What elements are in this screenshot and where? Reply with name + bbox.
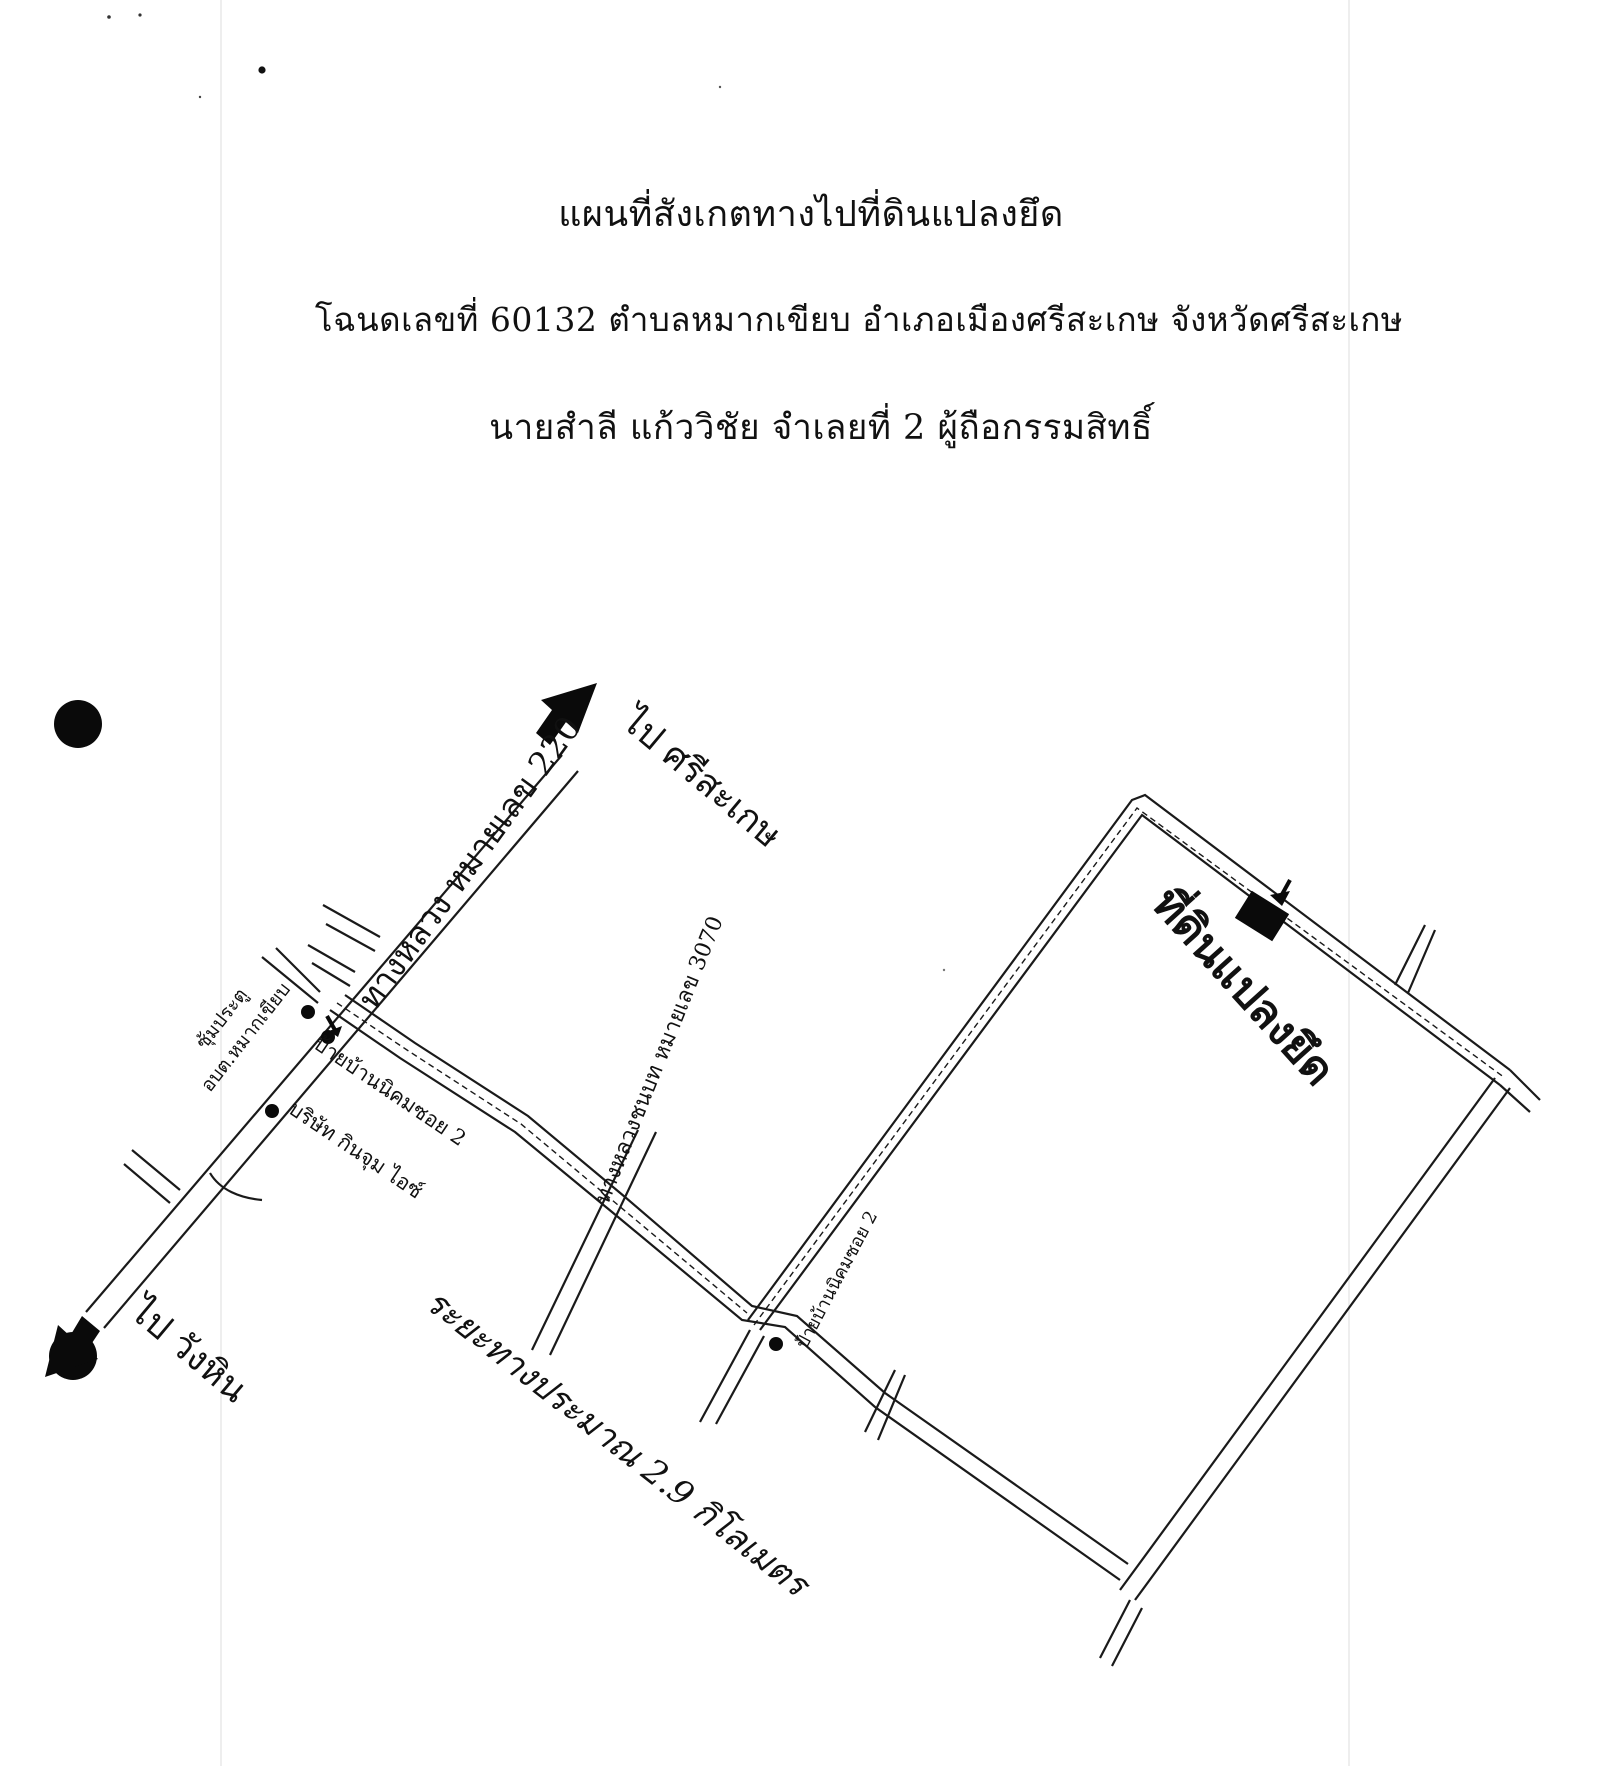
label-to-wang-hin: ไป วังหิน [120, 1288, 255, 1411]
landmark-dot-nikhom-sign-2 [769, 1337, 783, 1351]
landmark-dot-tambon-office [301, 1005, 315, 1019]
label-nikhom-sign-2: ป้ายบ้านนิคมซอย 2 [792, 1207, 882, 1352]
soi-2-road [699, 793, 1541, 1425]
junction-turn-icon [325, 1015, 342, 1037]
rural-road-3070 [531, 1129, 657, 1356]
scan-edge-right [1348, 0, 1350, 1766]
deed-info: โฉนดเลขที่ 60132 ตำบลหมากเขียบ อำเภอเมือ… [314, 300, 1404, 339]
map-title: แผนที่สังเกตทางไปที่ดินแปลงยึด [558, 194, 1064, 235]
seized-land-arrow-icon [1270, 879, 1292, 906]
label-distance: ระยะทางประมาณ 2.9 กิโลเมตร [417, 1282, 818, 1607]
highway-side-roads [123, 904, 381, 1204]
plot-side-roads [864, 924, 1437, 1667]
route-road [329, 994, 1129, 1581]
owner-info: นายสำลี แก้ววิชัย จำเลยที่ 2 ผู้ถือกรรมส… [489, 408, 1153, 448]
east-road [1119, 1077, 1511, 1601]
label-rural-road-3070: ทางหลวงชนบท หมายเลข 3070 [590, 913, 728, 1207]
label-highway-220: ทางหลวง หมายเลข 220 [350, 709, 589, 1017]
landmark-dot-company [265, 1104, 279, 1118]
scan-edge-left [220, 0, 222, 1766]
landmark-dot-nikhom-sign [321, 1030, 335, 1044]
seized-land-parcel [1234, 890, 1290, 942]
label-to-sisaket: ไป ศรีสะเกษ [612, 698, 790, 857]
arrow-to-wang-hin-icon [45, 1316, 100, 1377]
binder-hole-top [54, 700, 102, 748]
scan-specks [107, 13, 946, 972]
arrow-to-sisaket-icon [536, 683, 597, 745]
